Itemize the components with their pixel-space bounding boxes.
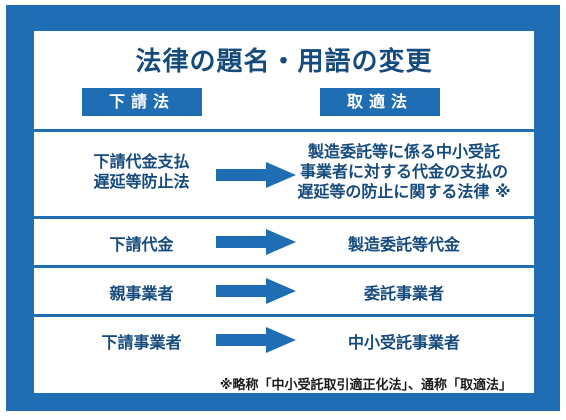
outer-frame: 法律の題名・用語の変更 下請法 取適法 下請代金支払 遅延等防止法 製造委託等に… — [6, 5, 560, 411]
right-arrow-icon — [216, 229, 296, 255]
right-arrow-icon — [216, 327, 296, 353]
row-price-old: 下請代金 — [109, 235, 174, 254]
row-law-name-new: 製造委託等に係る中小受託 事業者に対する代金の支払の 遅延等の防止に関する法律 … — [279, 142, 529, 202]
row-law-name-old-line2: 遅延等防止法 — [93, 172, 190, 191]
page-title: 法律の題名・用語の変更 — [135, 47, 433, 77]
content-panel: 法律の題名・用語の変更 下請法 取適法 下請代金支払 遅延等防止法 製造委託等に… — [34, 31, 534, 393]
header-new-law: 取適法 — [320, 88, 440, 116]
row-parent-new: 委託事業者 — [363, 284, 444, 303]
row-law-name-new-line1: 製造委託等に係る中小受託 — [307, 142, 500, 161]
row-sub-old: 下請事業者 — [101, 333, 182, 352]
row-law-name-new-line3: 遅延等の防止に関する法律 ※ — [297, 182, 511, 201]
row-law-name-old-line1: 下請代金支払 — [93, 152, 190, 171]
divider — [34, 314, 534, 317]
divider — [34, 216, 534, 219]
header-old-law: 下請法 — [82, 88, 202, 116]
right-arrow-icon — [216, 278, 296, 304]
row-parent-old: 親事業者 — [109, 284, 174, 303]
footnote: ※略称「中小受託取引適正化法」、通称「取適法」 — [219, 378, 512, 393]
row-law-name-new-line2: 事業者に対する代金の支払の — [299, 162, 508, 181]
row-law-name-old: 下請代金支払 遅延等防止法 — [64, 152, 219, 192]
right-arrow-icon — [216, 162, 296, 188]
row-sub-new: 中小受託事業者 — [347, 333, 460, 352]
divider — [34, 265, 534, 268]
divider — [34, 129, 534, 132]
row-price-new: 製造委託等代金 — [347, 235, 460, 254]
